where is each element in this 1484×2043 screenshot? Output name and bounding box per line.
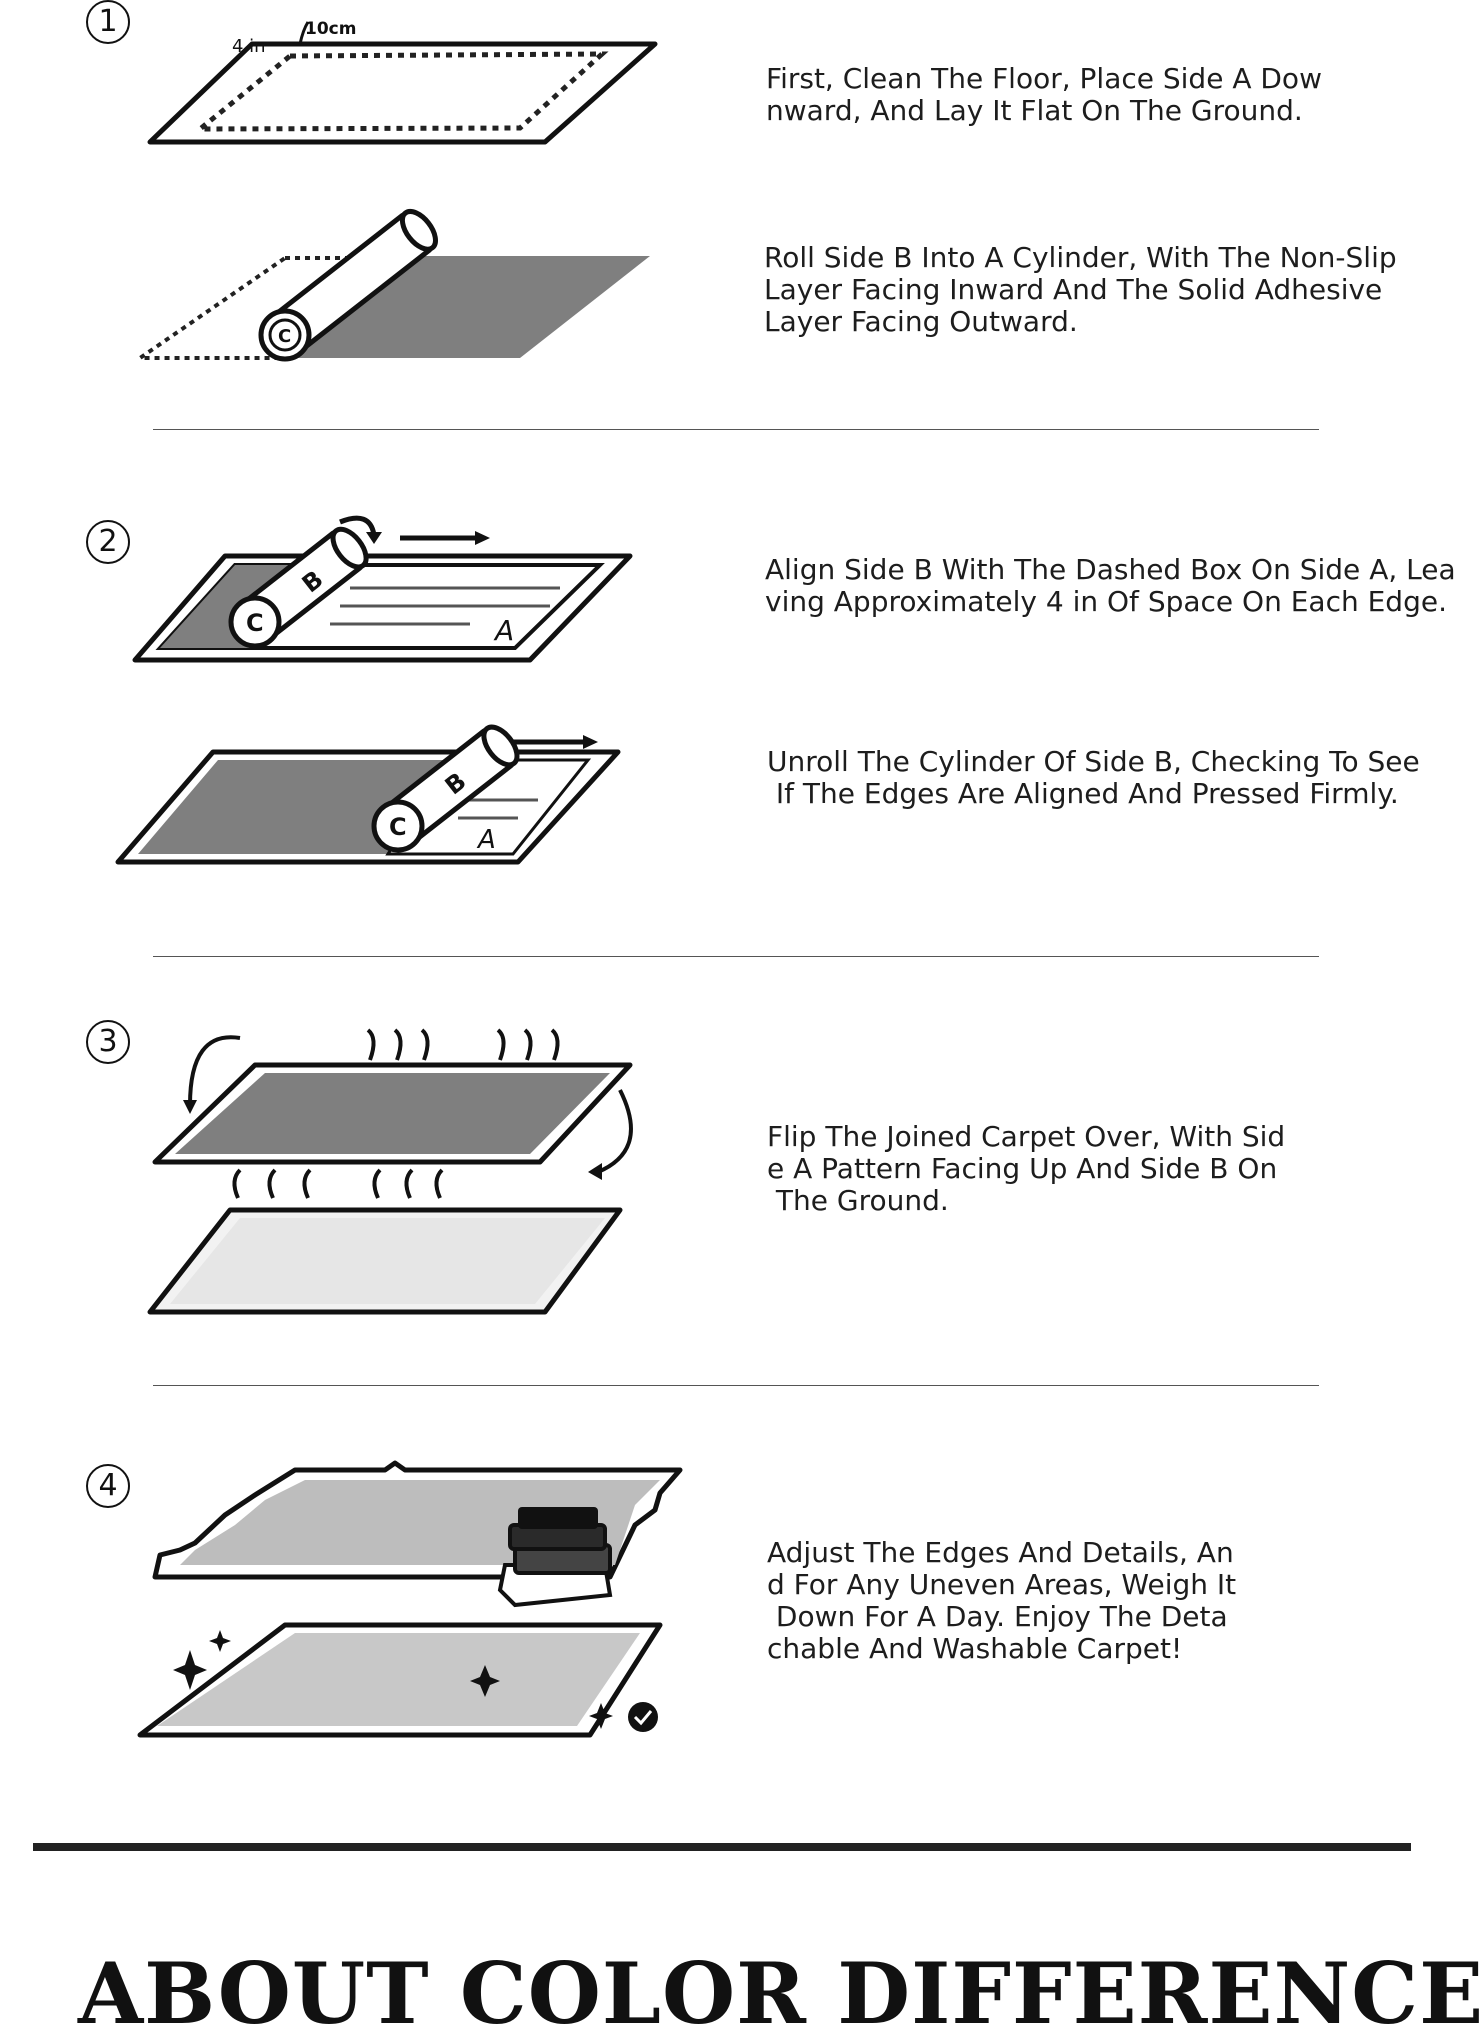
roll-letter-c: C [278,326,291,347]
step-2-align-illustration: A C B [132,515,633,663]
step-1-roll-illustration: C [133,208,650,362]
dimension-in-label: 4 in [232,36,266,57]
section-heading: ABOUT COLOR DIFFERENCE [78,1944,1484,2043]
step-4-finish-illustration [137,1460,683,1738]
step-2-unroll-illustration: A C B [115,724,621,865]
step-2-instruction-b: Unroll The Cylinder Of Side B, Checking … [767,745,1420,810]
side-a-letter: A [493,614,514,647]
step-3-instruction: Flip The Joined Carpet Over, With Sid e … [767,1120,1286,1217]
step-1-carpet-illustration: 4 in 10cm [147,19,658,145]
step-3-flip-illustration [147,1028,633,1315]
step-1-number: 1 [86,0,130,44]
step-4-instruction: Adjust The Edges And Details, An d For A… [767,1536,1237,1665]
step-4-number: 4 [86,1464,130,1508]
step-1-instruction-a: First, Clean The Floor, Place Side A Dow… [766,62,1322,127]
section-divider [153,429,1319,430]
roll-letter-c: C [389,813,407,841]
section-divider [153,956,1319,957]
step-3-number: 3 [86,1020,130,1064]
step-2-instruction-a: Align Side B With The Dashed Box On Side… [765,553,1456,618]
section-divider [153,1385,1319,1386]
section-rule [33,1843,1411,1851]
roll-letter-c: C [246,609,264,637]
side-a-letter: A [476,825,496,855]
dimension-cm-label: 10cm [305,19,356,39]
step-1-instruction-b: Roll Side B Into A Cylinder, With The No… [764,241,1397,338]
step-2-number: 2 [86,520,130,564]
